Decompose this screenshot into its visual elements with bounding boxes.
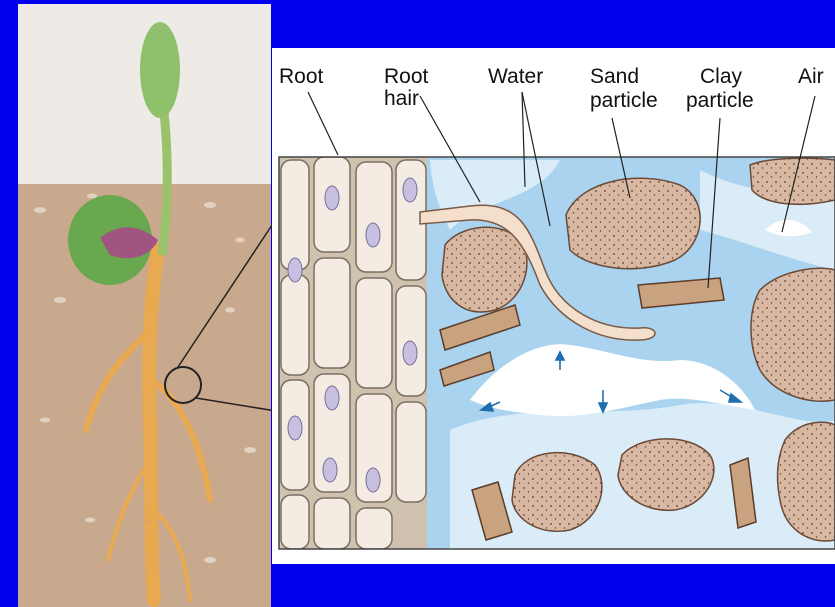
label-sand-line2: particle <box>590 90 658 112</box>
seedling-panel <box>18 4 282 607</box>
label-clay-line2: particle <box>686 90 754 112</box>
label-root-hair-line2: hair <box>384 88 419 110</box>
label-sand-line1: Sand <box>590 66 639 88</box>
label-water: Water <box>488 66 543 88</box>
root-section-panel <box>272 48 835 564</box>
root-cells <box>279 157 427 549</box>
label-air: Air <box>798 66 824 88</box>
seedling-stem <box>162 95 167 255</box>
label-root: Root <box>279 66 323 88</box>
label-clay-line1: Clay <box>700 66 742 88</box>
plant-bud <box>140 22 180 118</box>
label-root-hair-line1: Root <box>384 66 428 88</box>
